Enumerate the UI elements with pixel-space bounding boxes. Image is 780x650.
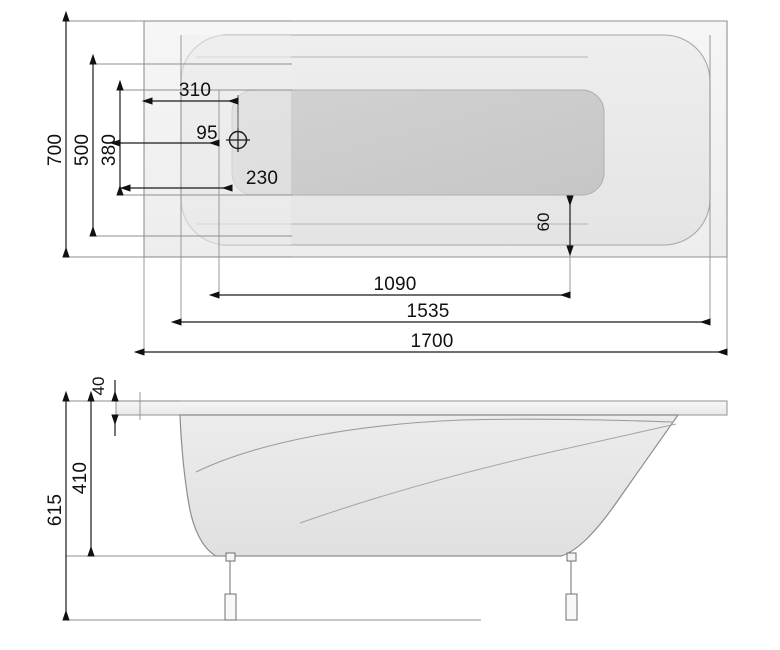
dimension-500: 500 xyxy=(72,53,97,237)
dimension-95: 95 xyxy=(109,123,220,147)
top-view: 700 500 380 310 xyxy=(45,10,728,356)
dimension-380: 380 xyxy=(99,79,124,196)
dimension-1700: 1700 xyxy=(133,331,728,356)
dimension-95-label: 95 xyxy=(196,123,218,144)
dimension-1090: 1090 xyxy=(208,274,571,299)
side-view-rim xyxy=(115,400,728,416)
dimension-230: 230 xyxy=(119,168,278,192)
side-view-leg-left xyxy=(224,552,237,621)
side-view-leg-right xyxy=(565,552,578,621)
dimension-700-label: 700 xyxy=(45,134,66,166)
dimension-380-label: 380 xyxy=(99,134,120,166)
dimension-60-label: 60 xyxy=(534,213,553,232)
side-view-inner-curve xyxy=(195,418,673,473)
side-view-tub-body xyxy=(179,414,680,557)
dimension-615: 615 xyxy=(45,390,70,621)
drain-center-mark xyxy=(226,128,250,152)
top-view-extension-lines xyxy=(66,20,728,352)
top-view-horizontal-dimensions: 1090 1535 1700 xyxy=(133,274,728,356)
dimension-60: 60 xyxy=(534,195,574,257)
dimension-410: 410 xyxy=(70,390,95,557)
dimension-1090-label: 1090 xyxy=(373,274,416,295)
dimension-310-label: 310 xyxy=(179,80,211,101)
side-view: 40 410 615 xyxy=(45,377,728,621)
dimension-40-label: 40 xyxy=(89,377,108,396)
top-view-vertical-dimensions: 700 500 380 xyxy=(45,10,124,258)
dimension-310: 310 xyxy=(141,80,239,105)
side-view-dimensions: 40 410 615 xyxy=(45,377,119,621)
dimension-1700-label: 1700 xyxy=(410,331,453,352)
dimension-1535-label: 1535 xyxy=(406,301,449,322)
side-view-inner-curve-2 xyxy=(299,423,677,524)
dimension-1535: 1535 xyxy=(170,301,711,326)
top-view-inner-dimensions: 310 95 230 60 xyxy=(109,80,574,257)
dimension-615-label: 615 xyxy=(45,494,66,526)
dimension-410-label: 410 xyxy=(70,462,91,494)
dimension-700: 700 xyxy=(45,10,70,258)
dimension-230-label: 230 xyxy=(246,168,278,189)
dimension-40: 40 xyxy=(89,377,119,436)
dimension-500-label: 500 xyxy=(72,134,93,166)
side-view-extension-lines xyxy=(66,392,216,621)
